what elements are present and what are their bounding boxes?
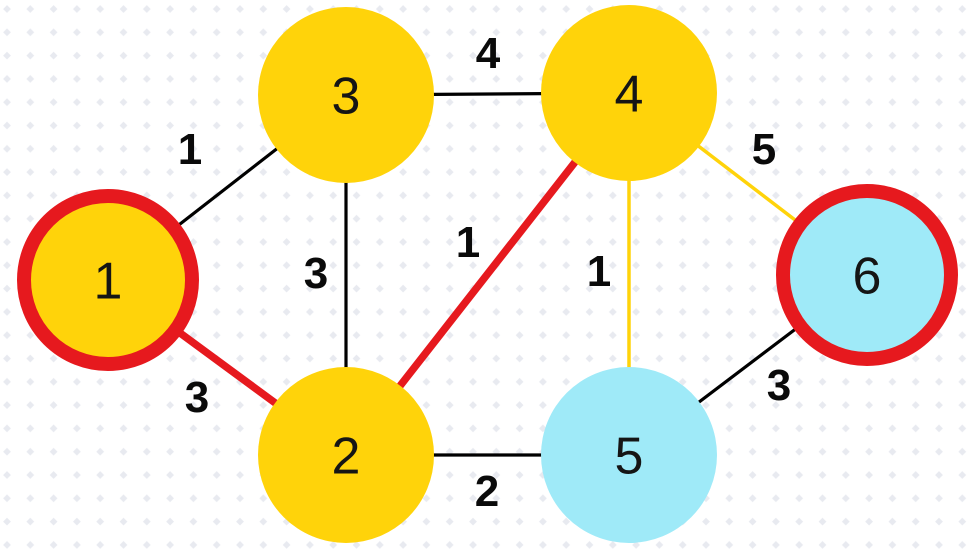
node-1[interactable] [17, 189, 199, 371]
node-2[interactable] [258, 367, 434, 543]
node-4[interactable] [541, 5, 717, 181]
node-5[interactable] [541, 367, 717, 543]
node-6[interactable] [776, 184, 958, 366]
node-3[interactable] [258, 7, 434, 183]
